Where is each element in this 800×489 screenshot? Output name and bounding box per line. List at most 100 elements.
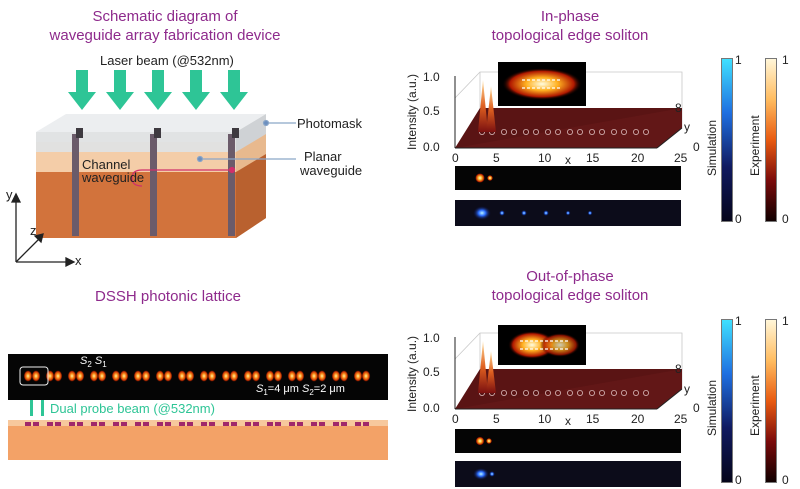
waveguide-mark — [319, 422, 325, 426]
panel1-title: In-phase topological edge soliton — [470, 7, 670, 45]
fab-title-line2: waveguide array fabrication device — [49, 27, 281, 44]
lattice-bead — [67, 370, 77, 382]
lattice-bead — [119, 370, 129, 382]
channel-label: Channel waveguide — [82, 158, 144, 184]
exp-colorbar-top — [765, 58, 777, 222]
waveguide-mark — [77, 422, 83, 426]
panel2-xtick-0: 0 — [452, 412, 459, 426]
waveguide-mark — [223, 422, 229, 426]
panel1-xtick-20: 20 — [631, 151, 645, 165]
waveguide-mark — [253, 422, 259, 426]
channel-waveguides — [72, 128, 239, 236]
waveguide-mark — [245, 422, 251, 426]
lattice-bead — [155, 370, 165, 382]
waveguide-mark — [47, 422, 53, 426]
photomask-label: Photomask — [297, 116, 363, 131]
lattice-bead — [185, 370, 195, 382]
panel1-xtick-10: 10 — [538, 151, 552, 165]
waveguide-mark — [355, 422, 361, 426]
waveguide-mark — [333, 422, 339, 426]
lattice-bead — [141, 370, 151, 382]
waveguide-mark — [165, 422, 171, 426]
axis-x-label: x — [75, 253, 82, 268]
probe-beam-1 — [30, 400, 33, 416]
lattice-bead — [133, 370, 143, 382]
probe-substrate — [8, 400, 388, 460]
lattice-bead — [97, 370, 107, 382]
waveguide-mark — [157, 422, 163, 426]
panel2-plot — [454, 325, 683, 487]
waveguide-mark — [91, 422, 97, 426]
panel2-ztick-1: 1.0 — [423, 331, 440, 345]
sim-label-bottom: Simulation — [705, 379, 719, 436]
s2-label: S2 — [80, 355, 92, 370]
lattice-title: DSSH photonic lattice — [95, 288, 241, 305]
waveguide-mark — [209, 422, 215, 426]
laser-arrow-5 — [220, 70, 248, 110]
panel2-title: Out-of-phase topological edge soliton — [470, 267, 670, 305]
sim-colorbar-top — [721, 58, 733, 222]
panel1-xlabel: x — [565, 153, 571, 167]
sim-colorbar-bottom — [721, 319, 733, 483]
lattice-bead — [23, 370, 33, 382]
lattice-bead — [265, 370, 275, 382]
panel2-ztick-05: 0.5 — [423, 365, 440, 379]
panel2-yaxis: y — [684, 382, 690, 396]
exp-top-max: 1 — [782, 53, 789, 67]
waveguide-mark — [99, 422, 105, 426]
lattice-bead — [251, 370, 261, 382]
lattice-bead — [89, 370, 99, 382]
axis-z-label: z — [30, 223, 37, 238]
laser-arrow-2 — [106, 70, 134, 110]
laser-arrow-4 — [182, 70, 210, 110]
lattice-bead — [31, 370, 41, 382]
fab-title: Schematic diagram of waveguide array fab… — [30, 7, 300, 45]
panel1-ztick-1: 1.0 — [423, 70, 440, 84]
panel1-xtick-15: 15 — [586, 151, 600, 165]
lattice-bead — [339, 370, 349, 382]
lattice-bead — [361, 370, 371, 382]
lattice-bead — [287, 370, 297, 382]
lattice-bead — [45, 370, 55, 382]
fab-diagram — [10, 70, 296, 268]
lattice-s-labels: S2 S1 — [80, 355, 107, 369]
sim-bottom-min: 0 — [735, 473, 742, 487]
lattice-bead — [353, 370, 363, 382]
waveguide-mark — [341, 422, 347, 426]
laser-arrows — [68, 70, 248, 110]
exp-top-min: 0 — [782, 212, 789, 226]
panel1-ztick-05: 0.5 — [423, 104, 440, 118]
s1-label: S1 — [94, 355, 107, 370]
waveguide-mark — [363, 422, 369, 426]
panel2-ylabel: Intensity (a.u.) — [405, 335, 419, 412]
channel-pointer — [131, 166, 236, 187]
panel2-ytick-0: 0 — [693, 401, 700, 415]
panel2-xtick-25: 25 — [674, 412, 688, 426]
panel2-title-line1: Out-of-phase — [526, 268, 614, 285]
waveguide-mark — [201, 422, 207, 426]
panel1-xtick-25: 25 — [674, 151, 688, 165]
panel1-plot — [454, 62, 683, 226]
lattice-bead — [309, 370, 319, 382]
lattice-bead — [53, 370, 63, 382]
lattice-bead — [331, 370, 341, 382]
panel1-xtick-5: 5 — [493, 151, 500, 165]
fab-title-line1: Schematic diagram of — [92, 8, 238, 25]
waveguide-mark — [267, 422, 273, 426]
lattice-bead — [75, 370, 85, 382]
lattice-bead — [199, 370, 209, 382]
exp-label-bottom: Experiment — [748, 375, 762, 436]
panel1-ytick-0: 0 — [693, 140, 700, 154]
xyz-axes — [10, 192, 76, 268]
waveguide-mark — [231, 422, 237, 426]
waveguide-mark — [187, 422, 193, 426]
panel2-xtick-5: 5 — [493, 412, 500, 426]
exp-label-top: Experiment — [748, 115, 762, 176]
probe-label: Dual probe beam (@532nm) — [50, 401, 215, 416]
waveguide-mark — [55, 422, 61, 426]
waveguide-mark — [275, 422, 281, 426]
panel1-title-line2: topological edge soliton — [491, 27, 649, 44]
waveguide-mark — [33, 422, 39, 426]
panel1-title-line1: In-phase — [540, 8, 600, 25]
waveguide-mark — [297, 422, 303, 426]
